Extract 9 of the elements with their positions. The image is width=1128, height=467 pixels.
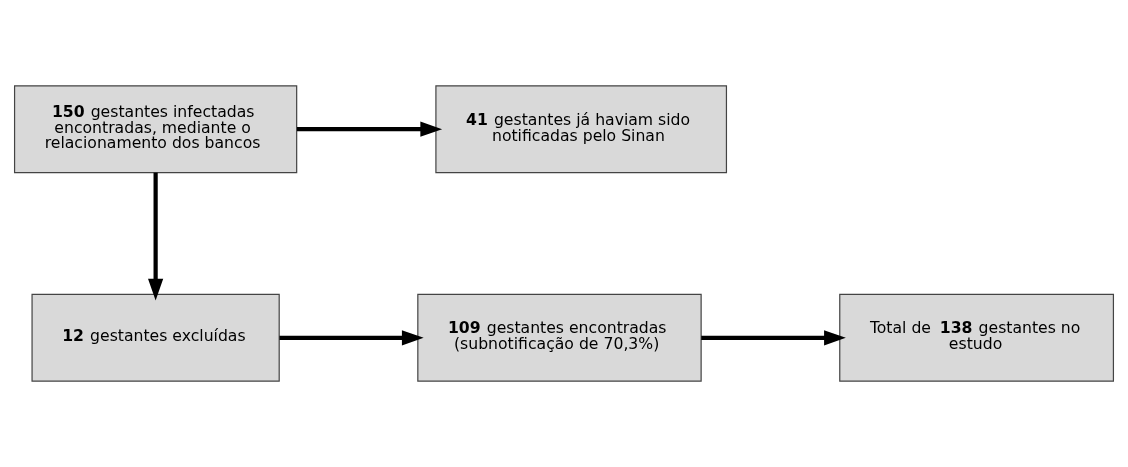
node-box: 109 gestantes encontradas (subnotificação de 70,3%) [417, 293, 702, 382]
arrow [296, 121, 443, 137]
node-box: 12 gestantes excluídas [31, 293, 280, 382]
arrow [279, 330, 424, 346]
arrow [148, 172, 164, 301]
node-box: 41 gestantes já haviam sido notificadas pelo Sinan [435, 85, 728, 174]
arrow [701, 330, 846, 346]
node-box: 150 gestantes infectadas encontradas, mediante o relacionamento dos bancos [13, 85, 298, 174]
node-box: Total de 138 gestantes no estudo [839, 293, 1115, 382]
